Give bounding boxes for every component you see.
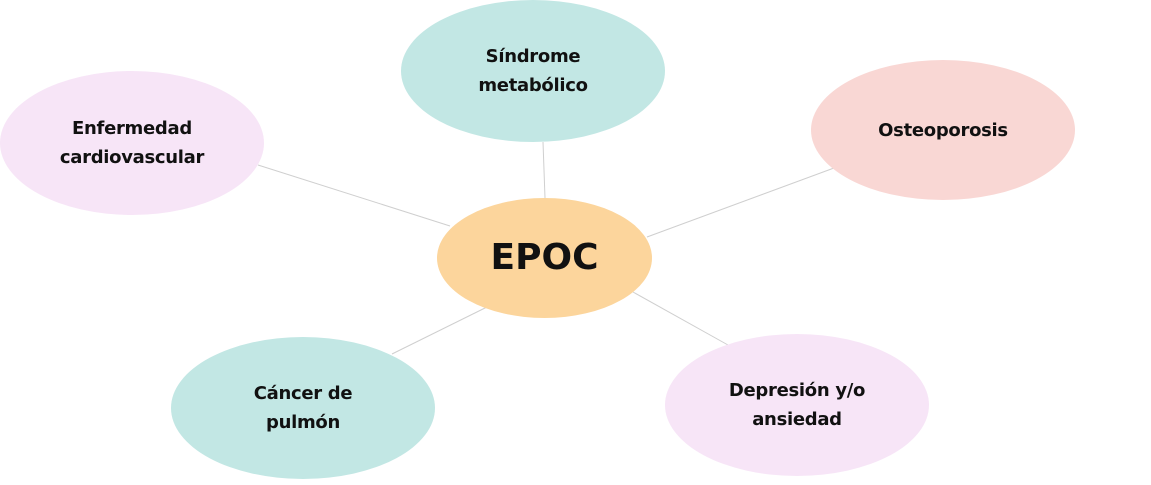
edge-cancer [391, 306, 488, 355]
edge-sindrome [542, 141, 546, 199]
node-label: Síndrome metabólico [478, 46, 588, 96]
node-cancer-de-pulmon: Cáncer de pulmón [171, 337, 435, 479]
node-label: Depresión y/o ansiedad [728, 380, 866, 430]
center-label: EPOC [490, 237, 599, 278]
edge-depresion [632, 291, 729, 346]
node-osteoporosis: Osteoporosis [811, 60, 1075, 200]
node-depresion-ansiedad: Depresión y/o ansiedad [665, 334, 929, 476]
node-epoc-center: EPOC [437, 198, 652, 318]
node-label: Enfermedad cardiovascular [59, 118, 205, 168]
node-sindrome-metabolico: Síndrome metabólico [401, 0, 665, 142]
node-label: Cáncer de pulmón [253, 383, 353, 433]
node-enfermedad-cardiovascular: Enfermedad cardiovascular [0, 71, 264, 215]
node-label: Osteoporosis [878, 119, 1008, 141]
edge-enfermedad [257, 164, 451, 227]
edge-osteoporosis [646, 167, 835, 238]
